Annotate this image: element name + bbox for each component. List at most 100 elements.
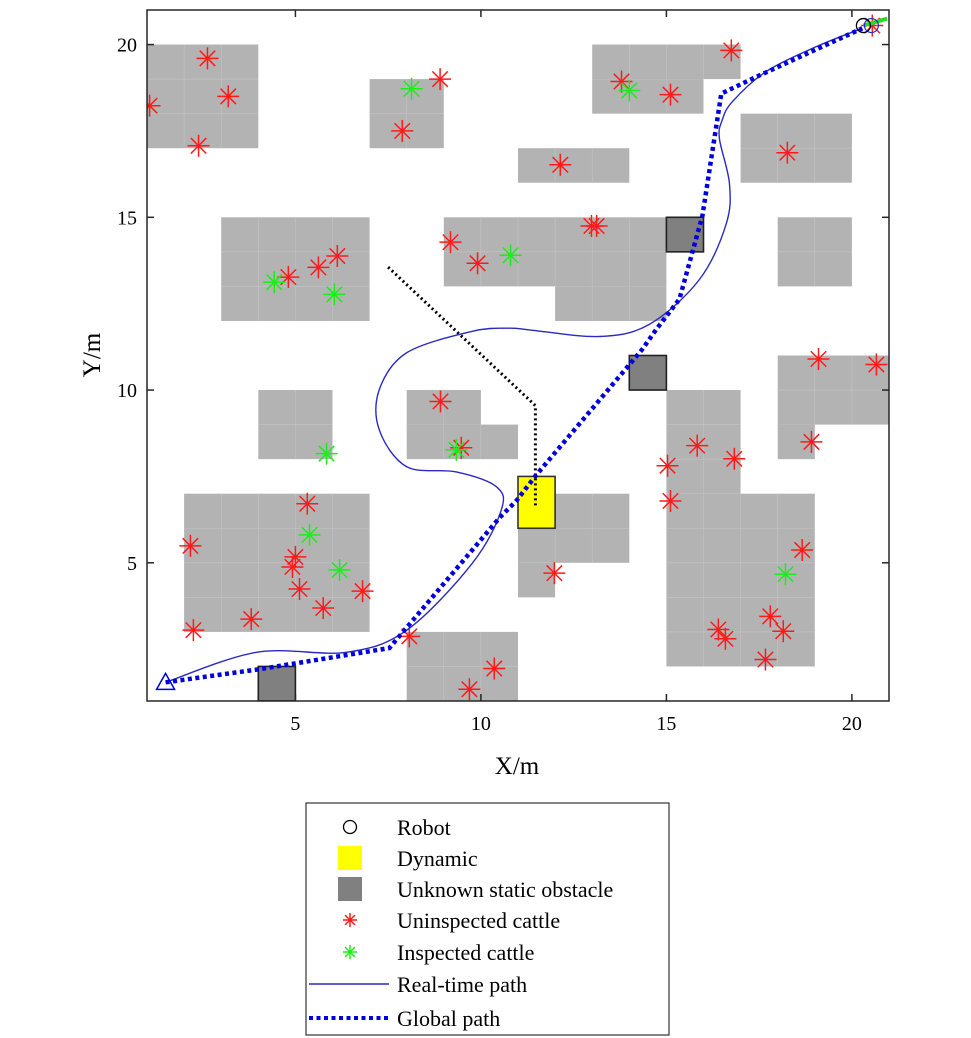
plot-content xyxy=(147,14,889,701)
legend-box xyxy=(305,802,670,1036)
star-stroke xyxy=(314,599,332,617)
star-stroke xyxy=(394,122,411,140)
star-stroke xyxy=(243,610,260,628)
star-stroke xyxy=(803,433,820,451)
known-obstacle-block xyxy=(555,286,667,321)
uninspected-cattle-marker xyxy=(296,492,319,515)
uninspected-cattle-marker xyxy=(772,620,795,643)
legend-inspected-star-icon xyxy=(343,945,357,959)
star-stroke xyxy=(310,259,327,276)
y-tick-label: 15 xyxy=(117,207,137,229)
legend-label: Dynamic xyxy=(397,846,478,871)
uninspected-cattle-marker xyxy=(483,657,506,680)
uninspected-cattle-marker xyxy=(549,153,572,176)
uninspected-cattle-marker xyxy=(656,454,679,477)
star-stroke xyxy=(613,73,630,90)
star-stroke xyxy=(621,82,638,99)
uninspected-cattle-marker xyxy=(288,578,311,601)
star-stroke xyxy=(723,42,740,59)
start-triangle-marker xyxy=(155,671,176,691)
star-stroke xyxy=(461,681,478,698)
robot-heading-line xyxy=(862,16,888,28)
star-stroke xyxy=(688,437,706,454)
legend-label: Real-time path xyxy=(397,972,527,997)
star-stroke xyxy=(331,561,348,579)
x-tick-label: 15 xyxy=(656,713,676,735)
star-stroke xyxy=(757,651,774,668)
legend-entry: Real-time path xyxy=(309,972,527,997)
legend-entry: Dynamic xyxy=(338,846,478,871)
uninspected-cattle-marker xyxy=(659,489,682,512)
legend-static-obstacle-icon xyxy=(338,877,362,901)
uninspected-cattle-marker xyxy=(147,94,161,117)
star-stroke xyxy=(220,88,237,105)
uninspected-cattle-marker xyxy=(723,447,746,470)
legend-label: Uninspected cattle xyxy=(397,908,560,933)
legend-dynamic-icon xyxy=(338,846,362,870)
uninspected-cattle-marker xyxy=(240,608,263,631)
legend-entry: Robot xyxy=(342,815,451,840)
uninspected-cattle-marker xyxy=(791,539,814,562)
uninspected-cattle-marker xyxy=(326,244,349,267)
known-obstacle-block xyxy=(406,424,518,460)
star-stroke xyxy=(354,582,371,600)
uninspected-cattle-marker xyxy=(807,347,830,370)
star-stroke xyxy=(588,217,605,235)
star-stroke xyxy=(775,622,792,640)
uninspected-cattle-marker xyxy=(312,597,335,620)
x-axis-label: X/m xyxy=(495,753,540,780)
star-stroke xyxy=(662,86,679,103)
star-stroke xyxy=(401,628,418,645)
uninspected-cattle-marker xyxy=(585,214,608,237)
y-tick-label: 20 xyxy=(117,35,137,57)
legend-label: Inspected cattle xyxy=(397,940,534,965)
star-stroke xyxy=(147,97,158,110)
star-stroke xyxy=(287,548,304,566)
inspected-cattle-marker xyxy=(499,244,522,267)
star-stroke xyxy=(726,450,743,468)
uninspected-cattle-marker xyxy=(351,580,374,603)
uninspected-cattle-marker xyxy=(865,353,888,376)
uninspected-cattle-marker xyxy=(182,619,205,642)
known-obstacle-block xyxy=(518,148,630,183)
inspected-cattle-marker xyxy=(315,442,338,465)
legend-robot-icon xyxy=(342,819,358,835)
legend-entry: Uninspected cattle xyxy=(343,908,560,933)
star-stroke xyxy=(552,156,569,174)
star-stroke xyxy=(318,445,335,462)
dynamic-obstacle-path xyxy=(387,266,537,508)
star-stroke xyxy=(329,247,346,265)
inspected-cattle-marker xyxy=(445,438,468,461)
star-stroke xyxy=(403,80,420,98)
star-stroke xyxy=(659,457,676,474)
axes-box xyxy=(146,9,890,702)
inspected-cattle-marker xyxy=(774,563,797,586)
uninspected-cattle-marker xyxy=(307,256,330,279)
legend-entry: Inspected cattle xyxy=(343,940,534,965)
star-stroke xyxy=(291,580,308,598)
uninspected-cattle-marker xyxy=(714,627,737,650)
star-stroke xyxy=(182,537,199,555)
inspected-cattle-marker xyxy=(328,559,351,582)
uninspected-cattle-marker xyxy=(458,678,481,701)
star-stroke xyxy=(299,495,316,512)
uninspected-cattle-marker xyxy=(720,39,743,62)
star-stroke xyxy=(266,274,283,291)
star-stroke xyxy=(710,621,727,638)
uninspected-cattle-marker xyxy=(439,231,462,254)
star-stroke xyxy=(779,144,796,161)
y-tick-label: 10 xyxy=(117,380,137,402)
robot-sensor-circle xyxy=(863,17,880,34)
star-stroke xyxy=(185,621,202,639)
star-stroke xyxy=(502,247,519,264)
star-stroke xyxy=(199,50,216,67)
legend-entry: Unknown static obstacle xyxy=(338,877,613,902)
star-stroke xyxy=(190,137,207,155)
uninspected-cattle-marker xyxy=(179,534,202,557)
legend-entry: Global path xyxy=(309,1006,500,1031)
star-stroke xyxy=(546,564,563,582)
uninspected-cattle-marker xyxy=(284,545,307,568)
legend-uninspected-star-icon xyxy=(343,913,357,927)
dynamic-obstacle xyxy=(517,475,556,530)
